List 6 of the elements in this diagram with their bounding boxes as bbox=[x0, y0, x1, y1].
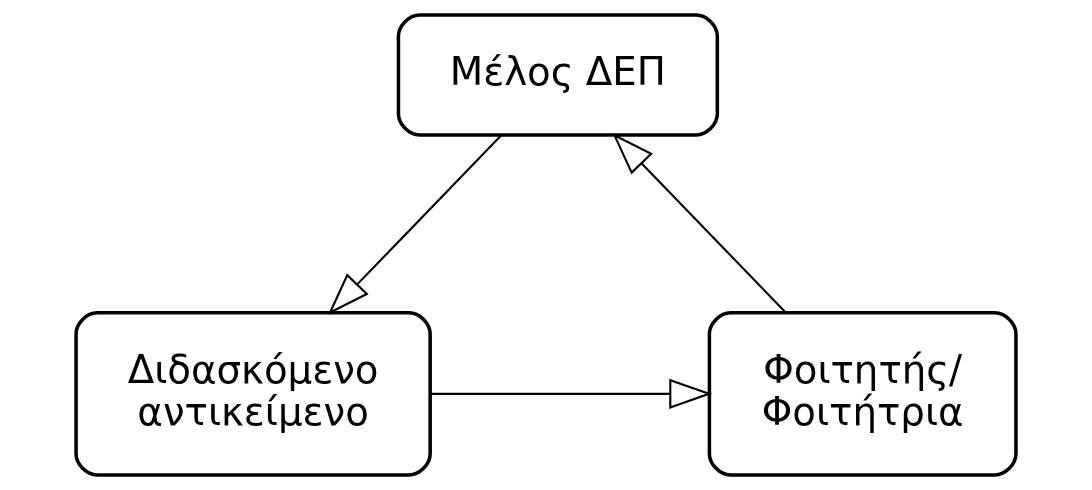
node-box: Μέλος ΔΕΠ bbox=[396, 13, 720, 137]
node-box: Διδασκόμενο αντικείμενο bbox=[74, 311, 432, 477]
arrow bbox=[612, 133, 787, 314]
node-box: Φοιτητής/ Φοιτήτρια bbox=[707, 311, 1018, 477]
arrow bbox=[430, 378, 713, 409]
arrow bbox=[327, 134, 503, 315]
